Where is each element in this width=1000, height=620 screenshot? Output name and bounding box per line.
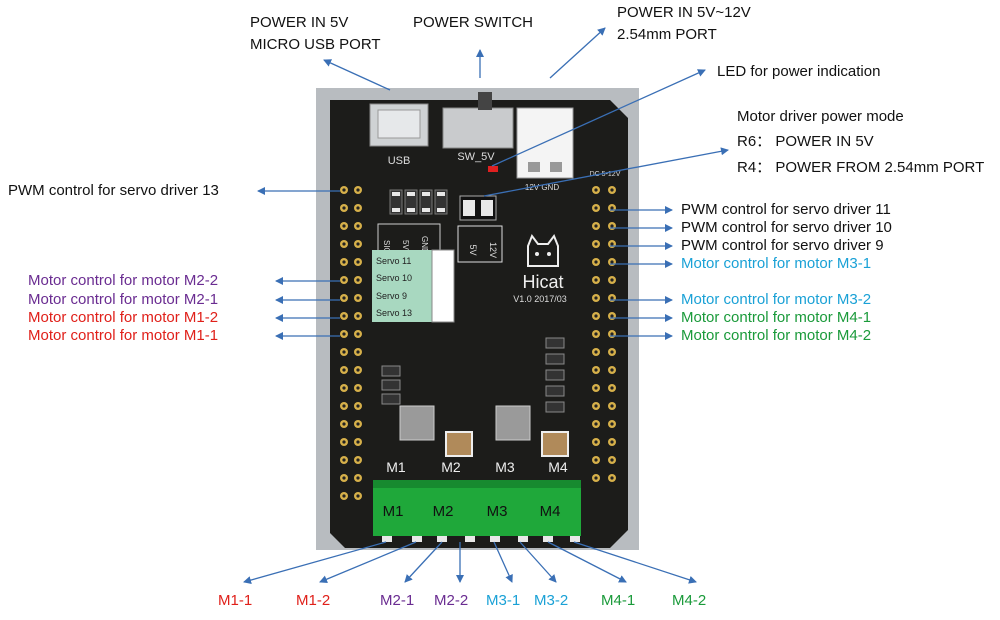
label-pwm13: PWM control for servo driver 13: [8, 182, 219, 199]
power-pins: [457, 225, 503, 263]
m1-silk: M1: [386, 459, 406, 475]
arrow-b-m1-1: [243, 541, 387, 584]
arrow-b-m3-2: [519, 541, 557, 583]
label-power-switch: POWER SWITCH: [413, 14, 533, 31]
hdr-gnd: GND: [420, 236, 429, 254]
v12-silk: 12V: [488, 242, 498, 258]
label-pwm9: PWM control for servo driver 9: [681, 237, 884, 254]
servo-row-13: Servo 13: [376, 308, 412, 318]
label-bottom-m3-2: M3-2: [534, 592, 569, 609]
servo-label-block: [372, 250, 432, 322]
power-switch: [442, 107, 514, 149]
arrow-b-m4-2: [573, 541, 697, 584]
switch-knob: [478, 92, 492, 110]
label-m1-1: Motor control for motor M1-1: [28, 327, 219, 344]
capacitor-1: [445, 431, 473, 457]
servo-row-9: Servo 9: [376, 291, 407, 301]
usb-silk: USB: [388, 155, 411, 167]
cat-logo: [527, 233, 559, 267]
servo-row-10: Servo 10: [376, 273, 412, 283]
term-m2: M2: [433, 503, 454, 520]
label-m4-1: Motor control for motor M4-1: [681, 309, 872, 326]
label-bottom-m1-2: M1-2: [296, 592, 331, 609]
hdr-5v: 5V: [401, 240, 410, 250]
label-bottom-m4-2: M4-2: [672, 592, 707, 609]
label-bottom-m3-1: M3-1: [486, 592, 521, 609]
arrow-mode: [483, 147, 729, 197]
hdr-sig: SIG: [382, 240, 391, 254]
m4-silk: M4: [548, 459, 568, 475]
label-m4-2: Motor control for motor M4-2: [681, 327, 872, 344]
arrow-b-m1-2: [319, 541, 417, 583]
label-bottom-m4-1: M4-1: [601, 592, 636, 609]
label-port-line1: POWER IN 5V~12V: [617, 4, 751, 21]
vgnd-silk: 12V GND: [525, 183, 559, 192]
annotation-arrows: [243, 27, 729, 584]
term-m3: M3: [487, 503, 508, 520]
capacitor-2: [541, 431, 569, 457]
dc-connector: [516, 107, 574, 179]
label-mode-r4: R4： POWER FROM 2.54mm PORT: [737, 159, 985, 176]
term-m4: M4: [540, 503, 561, 520]
label-pwm11: PWM control for servo driver 11: [681, 201, 891, 218]
arrow-usb: [323, 59, 391, 91]
label-port-line2: 2.54mm PORT: [617, 26, 717, 43]
label-usb-line2: MICRO USB PORT: [250, 36, 381, 53]
arrow-b-m3-1: [493, 541, 513, 583]
m3-silk: M3: [495, 459, 515, 475]
label-m3-1: Motor control for motor M3-1: [681, 255, 872, 272]
label-bottom-m1-1: M1-1: [218, 592, 253, 609]
driver-chip-2: [495, 405, 531, 441]
label-usb-line1: POWER IN 5V: [250, 14, 349, 31]
arrow-b-m2-1: [404, 541, 443, 583]
label-bottom-m2-1: M2-1: [380, 592, 415, 609]
driver-chip-1: [399, 405, 435, 441]
label-led: LED for power indication: [717, 63, 881, 80]
label-pwm10: PWM control for servo driver 10: [681, 219, 892, 236]
v5-silk: 5V: [468, 244, 478, 255]
label-m2-1: Motor control for motor M2-1: [28, 291, 219, 308]
servo-number-strip: [431, 249, 455, 323]
brand-silk: Hicat: [522, 272, 563, 292]
terminal-pins: [382, 536, 580, 542]
label-m1-2: Motor control for motor M1-2: [28, 309, 219, 326]
arrow-b-m4-1: [547, 541, 627, 583]
label-bottom-m2-2: M2-2: [434, 592, 469, 609]
label-mode-r6: R6： POWER IN 5V: [737, 133, 874, 150]
label-m3-2: Motor control for motor M3-2: [681, 291, 872, 308]
label-mode-title: Motor driver power mode: [737, 108, 904, 125]
label-m2-2: Motor control for motor M2-2: [28, 272, 219, 289]
servo-row-11: Servo 11: [376, 256, 411, 266]
m2-silk: M2: [441, 459, 461, 475]
dc-silk: DC 5-12V: [590, 171, 621, 178]
term-m1: M1: [383, 503, 404, 520]
version-silk: V1.0 2017/03: [513, 294, 567, 304]
sw-silk: SW_5V: [457, 151, 495, 163]
motor-terminal-block: [373, 480, 581, 536]
power-led: [488, 166, 498, 172]
arrow-led: [491, 69, 706, 167]
arrow-port: [549, 27, 606, 79]
resistor-column: [381, 337, 565, 413]
